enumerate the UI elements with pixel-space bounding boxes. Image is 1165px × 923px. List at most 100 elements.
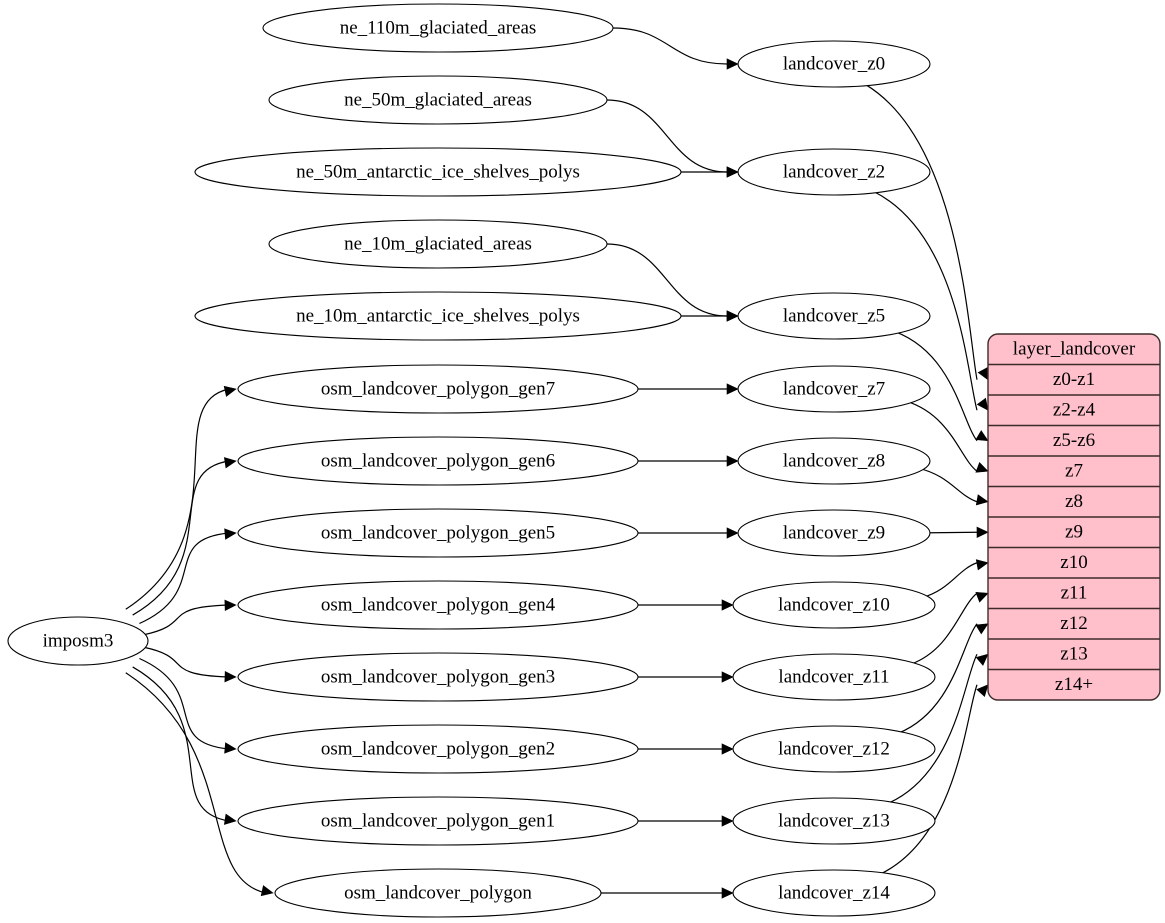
node-landcover_z7[interactable]: landcover_z7 bbox=[737, 365, 931, 413]
edge-arrowhead bbox=[223, 813, 237, 825]
edge-landcover_z12-to-z12 bbox=[898, 623, 978, 734]
node-ne_50m_antarctic_ice_shelves_polys[interactable]: ne_50m_antarctic_ice_shelves_polys bbox=[194, 147, 682, 197]
node-ellipse bbox=[237, 580, 639, 630]
table-row-z0-z1[interactable]: z0-z1 bbox=[988, 363, 1160, 391]
node-ellipse bbox=[194, 291, 682, 341]
node-ne_110m_glaciated_areas[interactable]: ne_110m_glaciated_areas bbox=[262, 3, 614, 53]
edge-arrowhead bbox=[726, 455, 739, 467]
edge-arrowhead bbox=[726, 58, 739, 70]
edge-arrowhead bbox=[721, 671, 734, 683]
node-label: landcover_z2 bbox=[783, 161, 885, 182]
node-ellipse bbox=[237, 724, 639, 774]
node-ellipse bbox=[732, 725, 936, 773]
node-osm_landcover_polygon_gen6[interactable]: osm_landcover_polygon_gen6 bbox=[237, 436, 639, 486]
node-landcover_z12[interactable]: landcover_z12 bbox=[732, 725, 936, 773]
table-row-z8[interactable]: z8 bbox=[988, 485, 1160, 513]
node-ellipse bbox=[237, 364, 639, 414]
edge-arrowhead bbox=[223, 457, 237, 469]
edge-ne_10m_glaciated_areas-to-landcover_z5 bbox=[606, 243, 728, 317]
node-label: imposm3 bbox=[43, 630, 114, 651]
edge-arrowhead bbox=[224, 599, 237, 612]
node-ellipse bbox=[737, 148, 931, 196]
edge-arrowhead bbox=[721, 599, 734, 611]
edge-landcover_z14-to-z14+ bbox=[880, 684, 978, 875]
edge-arrowhead bbox=[721, 887, 734, 899]
table-cell-label: z5-z6 bbox=[1053, 430, 1095, 451]
node-label: landcover_z12 bbox=[778, 738, 890, 759]
node-ne_10m_antarctic_ice_shelves_polys[interactable]: ne_10m_antarctic_ice_shelves_polys bbox=[194, 291, 682, 341]
table-row-z10[interactable]: z10 bbox=[988, 546, 1160, 574]
node-label: landcover_z5 bbox=[783, 305, 885, 326]
node-ellipse bbox=[7, 616, 149, 666]
edge-arrowhead bbox=[224, 670, 237, 683]
edge-arrowhead bbox=[975, 494, 989, 506]
edge-arrowhead bbox=[975, 653, 989, 666]
node-ellipse bbox=[194, 147, 682, 197]
edge-arrowhead bbox=[726, 527, 739, 539]
table-row-z12[interactable]: z12 bbox=[988, 607, 1160, 635]
node-label: landcover_z0 bbox=[783, 53, 885, 74]
node-ne_50m_glaciated_areas[interactable]: ne_50m_glaciated_areas bbox=[268, 75, 608, 125]
node-ellipse bbox=[732, 797, 936, 845]
edge-arrowhead bbox=[726, 166, 739, 178]
table-header-row[interactable]: layer_landcover bbox=[1013, 339, 1136, 360]
table-cell-label: z7 bbox=[1065, 461, 1083, 482]
edge-arrowhead bbox=[224, 528, 237, 540]
node-ne_10m_glaciated_areas[interactable]: ne_10m_glaciated_areas bbox=[268, 219, 608, 269]
table-row-z9[interactable]: z9 bbox=[988, 516, 1160, 543]
edge-arrowhead bbox=[975, 430, 989, 442]
table-cell-label: z9 bbox=[1065, 522, 1083, 543]
table-cell-label: z11 bbox=[1061, 583, 1088, 604]
node-label: ne_50m_glaciated_areas bbox=[344, 89, 532, 110]
edge-imposm3-to-osm_landcover_polygon_gen5 bbox=[139, 532, 230, 625]
node-label: landcover_z7 bbox=[783, 378, 885, 399]
node-osm_landcover_polygon_gen2[interactable]: osm_landcover_polygon_gen2 bbox=[237, 724, 639, 774]
edge-imposm3-to-osm_landcover_polygon_gen7 bbox=[125, 388, 230, 610]
node-osm_landcover_polygon_gen1[interactable]: osm_landcover_polygon_gen1 bbox=[237, 796, 639, 846]
table-row-z11[interactable]: z11 bbox=[988, 577, 1160, 604]
node-label: osm_landcover_polygon_gen6 bbox=[321, 450, 555, 471]
node-landcover_z10[interactable]: landcover_z10 bbox=[732, 581, 936, 629]
node-landcover_z5[interactable]: landcover_z5 bbox=[737, 292, 931, 340]
node-osm_landcover_polygon[interactable]: osm_landcover_polygon bbox=[274, 868, 602, 918]
node-osm_landcover_polygon_gen3[interactable]: osm_landcover_polygon_gen3 bbox=[237, 652, 639, 702]
node-ellipse bbox=[237, 796, 639, 846]
edge-landcover_z7-to-z7 bbox=[906, 400, 978, 472]
edge-landcover_z5-to-z5-z6 bbox=[895, 331, 978, 442]
node-landcover_z0[interactable]: landcover_z0 bbox=[737, 40, 931, 88]
edge-landcover_z8-to-z8 bbox=[917, 467, 978, 503]
table-cell-label: z0-z1 bbox=[1053, 369, 1095, 390]
node-landcover_z2[interactable]: landcover_z2 bbox=[737, 148, 931, 196]
edge-arrowhead bbox=[260, 885, 274, 897]
table-row-z14+[interactable]: z14+ bbox=[988, 668, 1160, 696]
node-osm_landcover_polygon_gen4[interactable]: osm_landcover_polygon_gen4 bbox=[237, 580, 639, 630]
node-landcover_z9[interactable]: landcover_z9 bbox=[737, 509, 931, 557]
node-landcover_z8[interactable]: landcover_z8 bbox=[737, 437, 931, 485]
node-osm_landcover_polygon_gen5[interactable]: osm_landcover_polygon_gen5 bbox=[237, 508, 639, 558]
node-landcover_z11[interactable]: landcover_z11 bbox=[732, 653, 936, 701]
edge-arrowhead bbox=[976, 397, 989, 411]
edge-landcover_z13-to-z13 bbox=[888, 653, 978, 804]
node-label: osm_landcover_polygon_gen3 bbox=[321, 666, 555, 687]
edge-ne_110m_glaciated_areas-to-landcover_z0 bbox=[612, 27, 728, 65]
table-cell-label: z8 bbox=[1065, 491, 1083, 512]
edge-imposm3-to-osm_landcover_polygon_gen6 bbox=[132, 460, 230, 616]
node-ellipse bbox=[262, 3, 614, 53]
node-landcover_z13[interactable]: landcover_z13 bbox=[732, 797, 936, 845]
node-landcover_z14[interactable]: landcover_z14 bbox=[732, 869, 936, 917]
node-ellipse bbox=[737, 292, 931, 340]
node-ellipse bbox=[237, 436, 639, 486]
table-row-z13[interactable]: z13 bbox=[988, 638, 1160, 665]
node-label: osm_landcover_polygon_gen7 bbox=[321, 378, 555, 399]
table-row-z2-z4[interactable]: z2-z4 bbox=[988, 394, 1160, 421]
node-imposm3[interactable]: imposm3 bbox=[7, 616, 149, 666]
node-label: ne_10m_glaciated_areas bbox=[344, 233, 532, 254]
table-row-z5-z6[interactable]: z5-z6 bbox=[988, 424, 1160, 452]
node-label: osm_landcover_polygon_gen5 bbox=[321, 522, 555, 543]
node-label: ne_10m_antarctic_ice_shelves_polys bbox=[296, 305, 580, 326]
table-cell-label: z2-z4 bbox=[1053, 400, 1096, 421]
edge-landcover_z2-to-z2-z4 bbox=[873, 190, 978, 411]
node-osm_landcover_polygon_gen7[interactable]: osm_landcover_polygon_gen7 bbox=[237, 364, 639, 414]
table-row-z7[interactable]: z7 bbox=[988, 455, 1160, 482]
edge-arrowhead bbox=[223, 385, 237, 397]
